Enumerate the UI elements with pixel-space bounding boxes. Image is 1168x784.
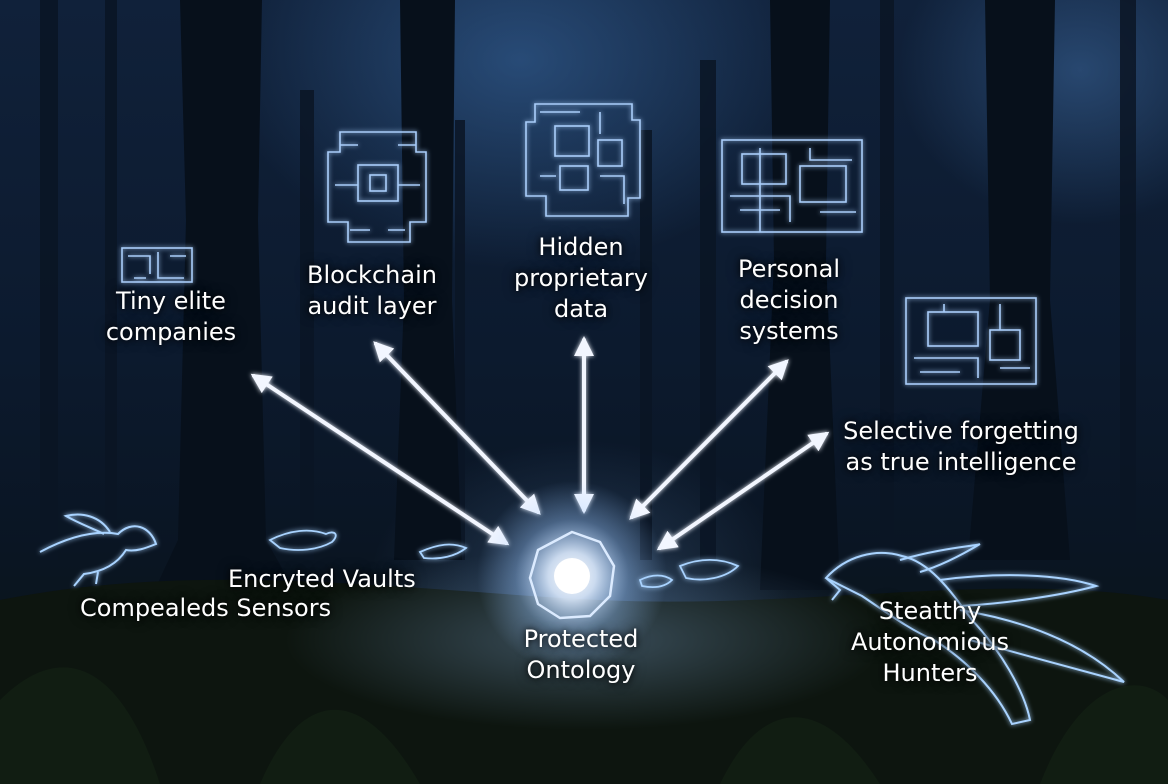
arrow-blockchain (373, 341, 541, 515)
orb-crystal (528, 530, 616, 620)
label-stealthy-hunters: Steatthy Autonomious Hunters (830, 596, 1030, 689)
center-label-line2: Ontology (526, 656, 636, 684)
node-label-hidden-data-line1: Hidden (538, 233, 624, 261)
creature-icon-small-left (268, 529, 468, 560)
node-label-blockchain-line1: Blockchain (307, 261, 437, 289)
circuit-icon-hidden-data (525, 103, 641, 217)
label-stealthy-hunters-line1: Steatthy (878, 597, 982, 625)
creature-icon-left (39, 513, 158, 587)
node-label-blockchain: Blockchain audit layer (290, 260, 454, 322)
foliage (0, 667, 1168, 784)
circuit-icon-personal-decision (721, 139, 863, 233)
label-concealed-sensors: Compealeds Sensors (80, 593, 331, 624)
node-label-selective-forgetting: Selective forgetting as true intelligenc… (826, 416, 1096, 478)
creature-icon-small-right (638, 559, 740, 588)
node-label-personal-decision-line1: Personal (737, 255, 841, 283)
node-label-hidden-data: Hidden proprietary data (496, 232, 666, 325)
label-concealed-sensors-text: Compealeds Sensors (80, 594, 332, 622)
circuit-icon-selective-forgetting (905, 297, 1037, 385)
node-label-tiny-elite-line2: companies (105, 318, 237, 346)
node-label-tiny-elite-line1: Tiny elite (116, 287, 226, 315)
label-stealthy-hunters-line3: Hunters (882, 659, 978, 687)
center-label: Protected Ontology (496, 624, 666, 686)
creature-icon-hunter (824, 543, 1125, 726)
node-label-blockchain-line2: audit layer (307, 292, 437, 320)
node-label-personal-decision-line2: decision (739, 286, 839, 314)
orb-core (554, 558, 590, 594)
node-label-tiny-elite: Tiny elite companies (96, 286, 246, 348)
arrow-selective-forgetting (656, 431, 830, 551)
node-label-personal-decision: Personal decision systems (714, 254, 864, 347)
node-label-hidden-data-line2: proprietary (514, 264, 648, 292)
node-label-hidden-data-line3: data (553, 295, 609, 323)
node-label-selective-forgetting-line1: Selective forgetting (843, 417, 1079, 445)
label-encrypted-vaults: Encryted Vaults (228, 564, 416, 595)
circuit-icon-blockchain (327, 131, 427, 243)
node-label-selective-forgetting-line2: as true intelligence (845, 448, 1077, 476)
label-stealthy-hunters-line2: Autonomious (850, 628, 1010, 656)
node-label-personal-decision-line3: systems (739, 317, 839, 345)
circuit-icon-tiny-elite (121, 247, 193, 283)
center-label-line1: Protected (523, 625, 639, 653)
label-encrypted-vaults-text: Encryted Vaults (228, 565, 416, 593)
arrow-tiny-elite (250, 373, 510, 546)
connector-arrows (250, 336, 830, 551)
